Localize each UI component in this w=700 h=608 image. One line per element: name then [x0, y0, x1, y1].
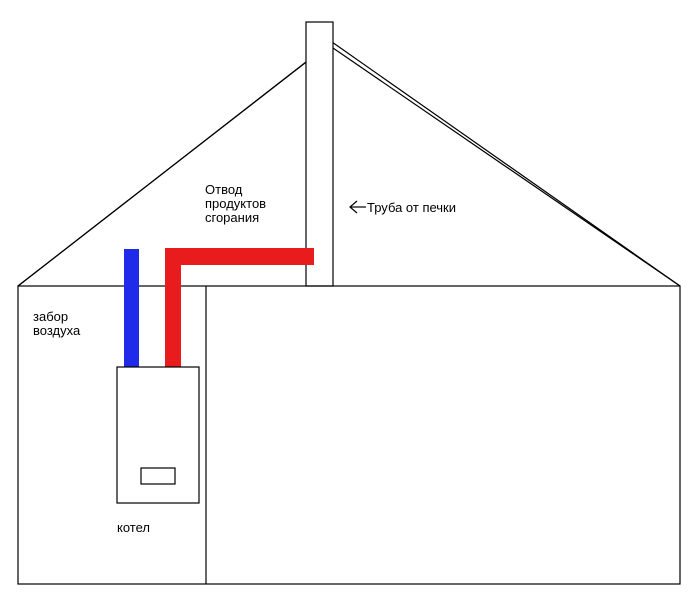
air-intake-pipe: [124, 249, 139, 367]
roof-outline: [17, 41, 681, 287]
exhaust-pipe-horizontal: [165, 248, 314, 265]
air-intake-label: забор воздуха: [33, 309, 81, 338]
boiler-label: котел: [117, 520, 150, 535]
boiler-display: [140, 467, 176, 485]
exhaust-pipe-vertical: [165, 248, 181, 367]
left-arrow-icon: [349, 200, 366, 214]
roof-right-slope: [332, 47, 681, 287]
stove-chimney: [305, 21, 334, 287]
chimney-label: Труба от печки: [367, 200, 457, 215]
exhaust-label: Отвод продуктов сгорания: [205, 182, 267, 225]
roof-left-slope: [17, 61, 307, 287]
house-walls: [17, 285, 681, 585]
